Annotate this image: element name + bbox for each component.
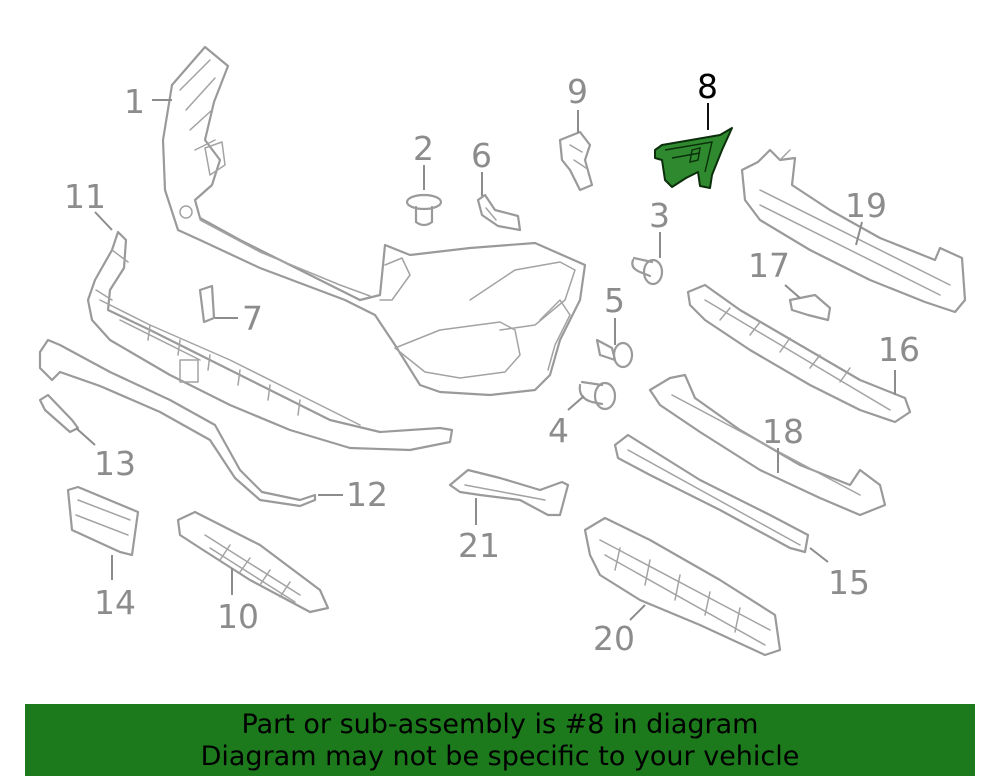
callout-numbers: 1 2 3 4 5 6 7 8 9 10 11 12 13 14 15 16 1… <box>64 67 920 658</box>
callout-14: 14 <box>94 583 136 622</box>
callout-3: 3 <box>649 196 670 235</box>
callout-15: 15 <box>828 563 870 602</box>
callout-10: 10 <box>217 597 259 636</box>
part-13-trim-piece <box>38 393 80 434</box>
callout-4: 4 <box>548 411 569 450</box>
callout-21: 21 <box>458 526 500 565</box>
part-6-bracket <box>476 193 522 232</box>
callout-19: 19 <box>845 186 887 225</box>
callout-11: 11 <box>64 177 106 216</box>
part-2-push-pin <box>405 193 443 227</box>
info-banner: Part or sub-assembly is #8 in diagram Di… <box>25 704 975 776</box>
part-1-bumper-cover <box>161 45 587 397</box>
part-8-bracket-highlighted <box>654 127 733 189</box>
part-14-plate-bracket <box>66 485 140 557</box>
part-3-grommet <box>631 256 664 286</box>
callout-12: 12 <box>346 475 388 514</box>
callout-9: 9 <box>567 72 588 111</box>
part-7-clip <box>198 284 216 324</box>
banner-line-1: Part or sub-assembly is #8 in diagram <box>241 709 759 740</box>
callout-5: 5 <box>604 281 625 320</box>
callout-20: 20 <box>593 619 635 658</box>
callout-leaders <box>75 99 896 621</box>
part-15-strip <box>613 433 810 554</box>
callout-17: 17 <box>748 246 790 285</box>
callout-2: 2 <box>413 129 434 168</box>
part-17-bracket <box>788 293 832 322</box>
part-21-bracket <box>448 468 570 517</box>
callout-16: 16 <box>878 330 920 369</box>
part-12-lower-trim <box>38 338 317 508</box>
callout-13: 13 <box>94 444 136 483</box>
callout-7: 7 <box>242 299 263 338</box>
callout-6: 6 <box>471 136 492 175</box>
part-9-bracket <box>558 130 594 192</box>
part-10-lower-grille <box>176 510 330 614</box>
part-11-lower-support <box>86 230 454 452</box>
part-16-energy-absorber <box>686 283 912 424</box>
part-18-reinforcement <box>648 373 887 517</box>
callout-18: 18 <box>762 412 804 451</box>
part-20-grille-frame <box>583 516 782 657</box>
part-5-push-clip <box>595 338 634 369</box>
callout-1: 1 <box>124 82 145 121</box>
callout-8: 8 <box>697 67 718 106</box>
part-4-grommet <box>578 380 617 411</box>
banner-line-2: Diagram may not be specific to your vehi… <box>200 741 800 772</box>
part-19-bumper-beam <box>740 148 967 314</box>
